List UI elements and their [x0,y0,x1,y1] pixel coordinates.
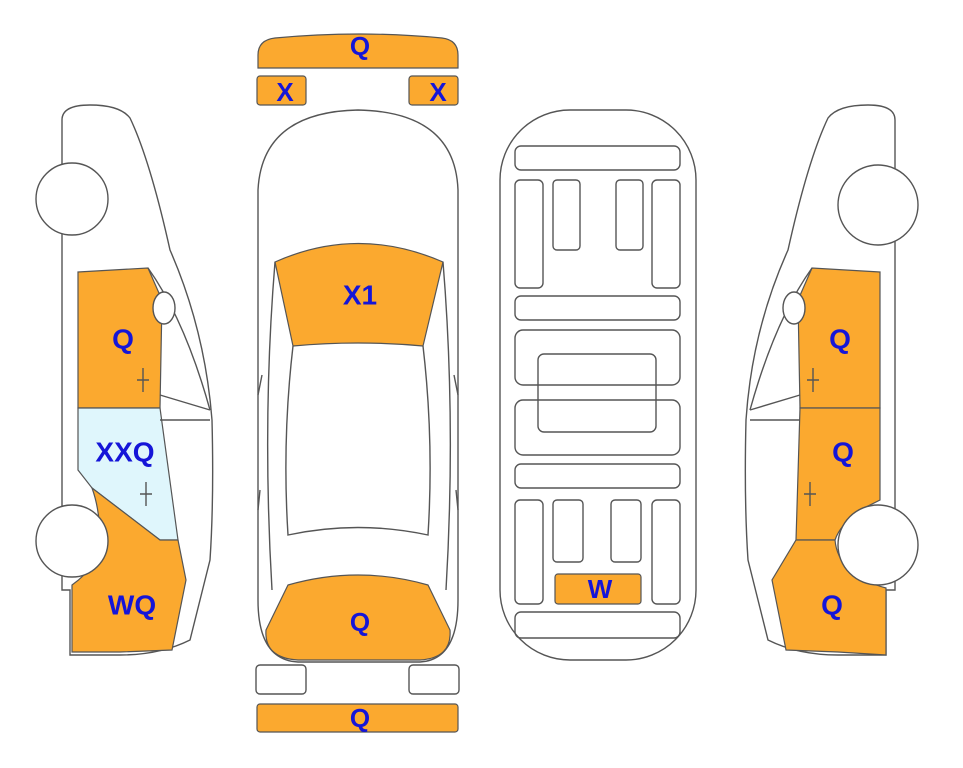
right-handle-rear [455,489,459,511]
front-right-lamp-label: X [429,77,447,107]
underbody-rear-right-bay [610,499,642,563]
hood-label: X1 [343,280,377,311]
rear-bumper-group: Q [255,664,460,733]
front-bumper-top[interactable] [257,33,459,69]
underbody-front-right-rail [651,179,681,289]
left-front-door[interactable] [77,267,163,409]
left-rear-wheel [35,504,109,578]
underbody-rear-panel[interactable] [554,573,642,605]
front-left-lamp[interactable] [256,75,307,106]
left-rear-door-handle [140,482,152,506]
right-rear-quarter-label: Q [821,590,843,621]
right-rear-door-handle [804,482,816,506]
left-mirror [257,374,263,396]
left-side-line [266,261,276,591]
right-rear-wheel [837,504,919,586]
underbody-mid-frame-bottom [514,399,681,456]
right-window-line [749,394,801,411]
rear-left-lamp[interactable] [255,664,307,695]
left-front-door-label: Q [112,324,134,355]
right-a-pillar [749,267,813,411]
rear-bumper-label: Q [350,703,370,733]
underbody-rear-right-rail [651,499,681,605]
underbody-front-left-bay [552,179,581,251]
left-a-pillar [147,267,211,411]
underbody-view: W [499,109,697,661]
left-window-line [159,394,211,411]
left-front-wheel [35,162,109,236]
trunk-label: Q [350,607,370,637]
front-left-lamp-label: X [276,77,294,107]
underbody-front-right-bay [615,179,644,251]
front-bumper-top-label: Q [350,31,370,61]
underbody-front-crossmember [514,145,681,171]
trunk-panel[interactable] [265,574,451,661]
right-side-line [442,261,452,591]
rear-right-lamp[interactable] [408,664,460,695]
left-side-view: Q XXQ WQ [35,104,214,656]
right-mirror [453,374,459,396]
right-side-view: Q Q Q [744,104,919,656]
front-bumper-group: Q X X [256,31,459,107]
roof-outline [285,345,431,536]
right-mirror [782,291,806,325]
left-front-window-label: XXQ [95,437,154,468]
underbody-crossmember-2 [514,463,681,489]
left-handle-rear [257,489,261,511]
top-view-body [257,109,459,663]
right-rear-door-label: Q [832,437,854,468]
underbody-crossmember-1 [514,295,681,321]
left-rear-quarter-label: WQ [108,590,156,621]
underbody-mid-frame-top [514,329,681,386]
front-right-lamp[interactable] [408,75,459,106]
underbody-center-panel [537,353,657,433]
underbody-front-left-rail [514,179,544,289]
right-front-door-handle [807,368,819,392]
rear-bumper[interactable] [256,703,459,733]
left-front-door-handle [137,368,149,392]
left-mirror [152,291,176,325]
underbody-rear-left-rail [514,499,544,605]
top-view-car: X1 Q [257,109,459,663]
underbody-rear-crossmember [514,611,681,639]
underbody-rear-left-bay [552,499,584,563]
right-front-door[interactable] [797,267,881,409]
right-front-door-label: Q [829,324,851,355]
right-front-wheel [837,164,919,246]
underbody-rear-label: W [588,574,613,604]
